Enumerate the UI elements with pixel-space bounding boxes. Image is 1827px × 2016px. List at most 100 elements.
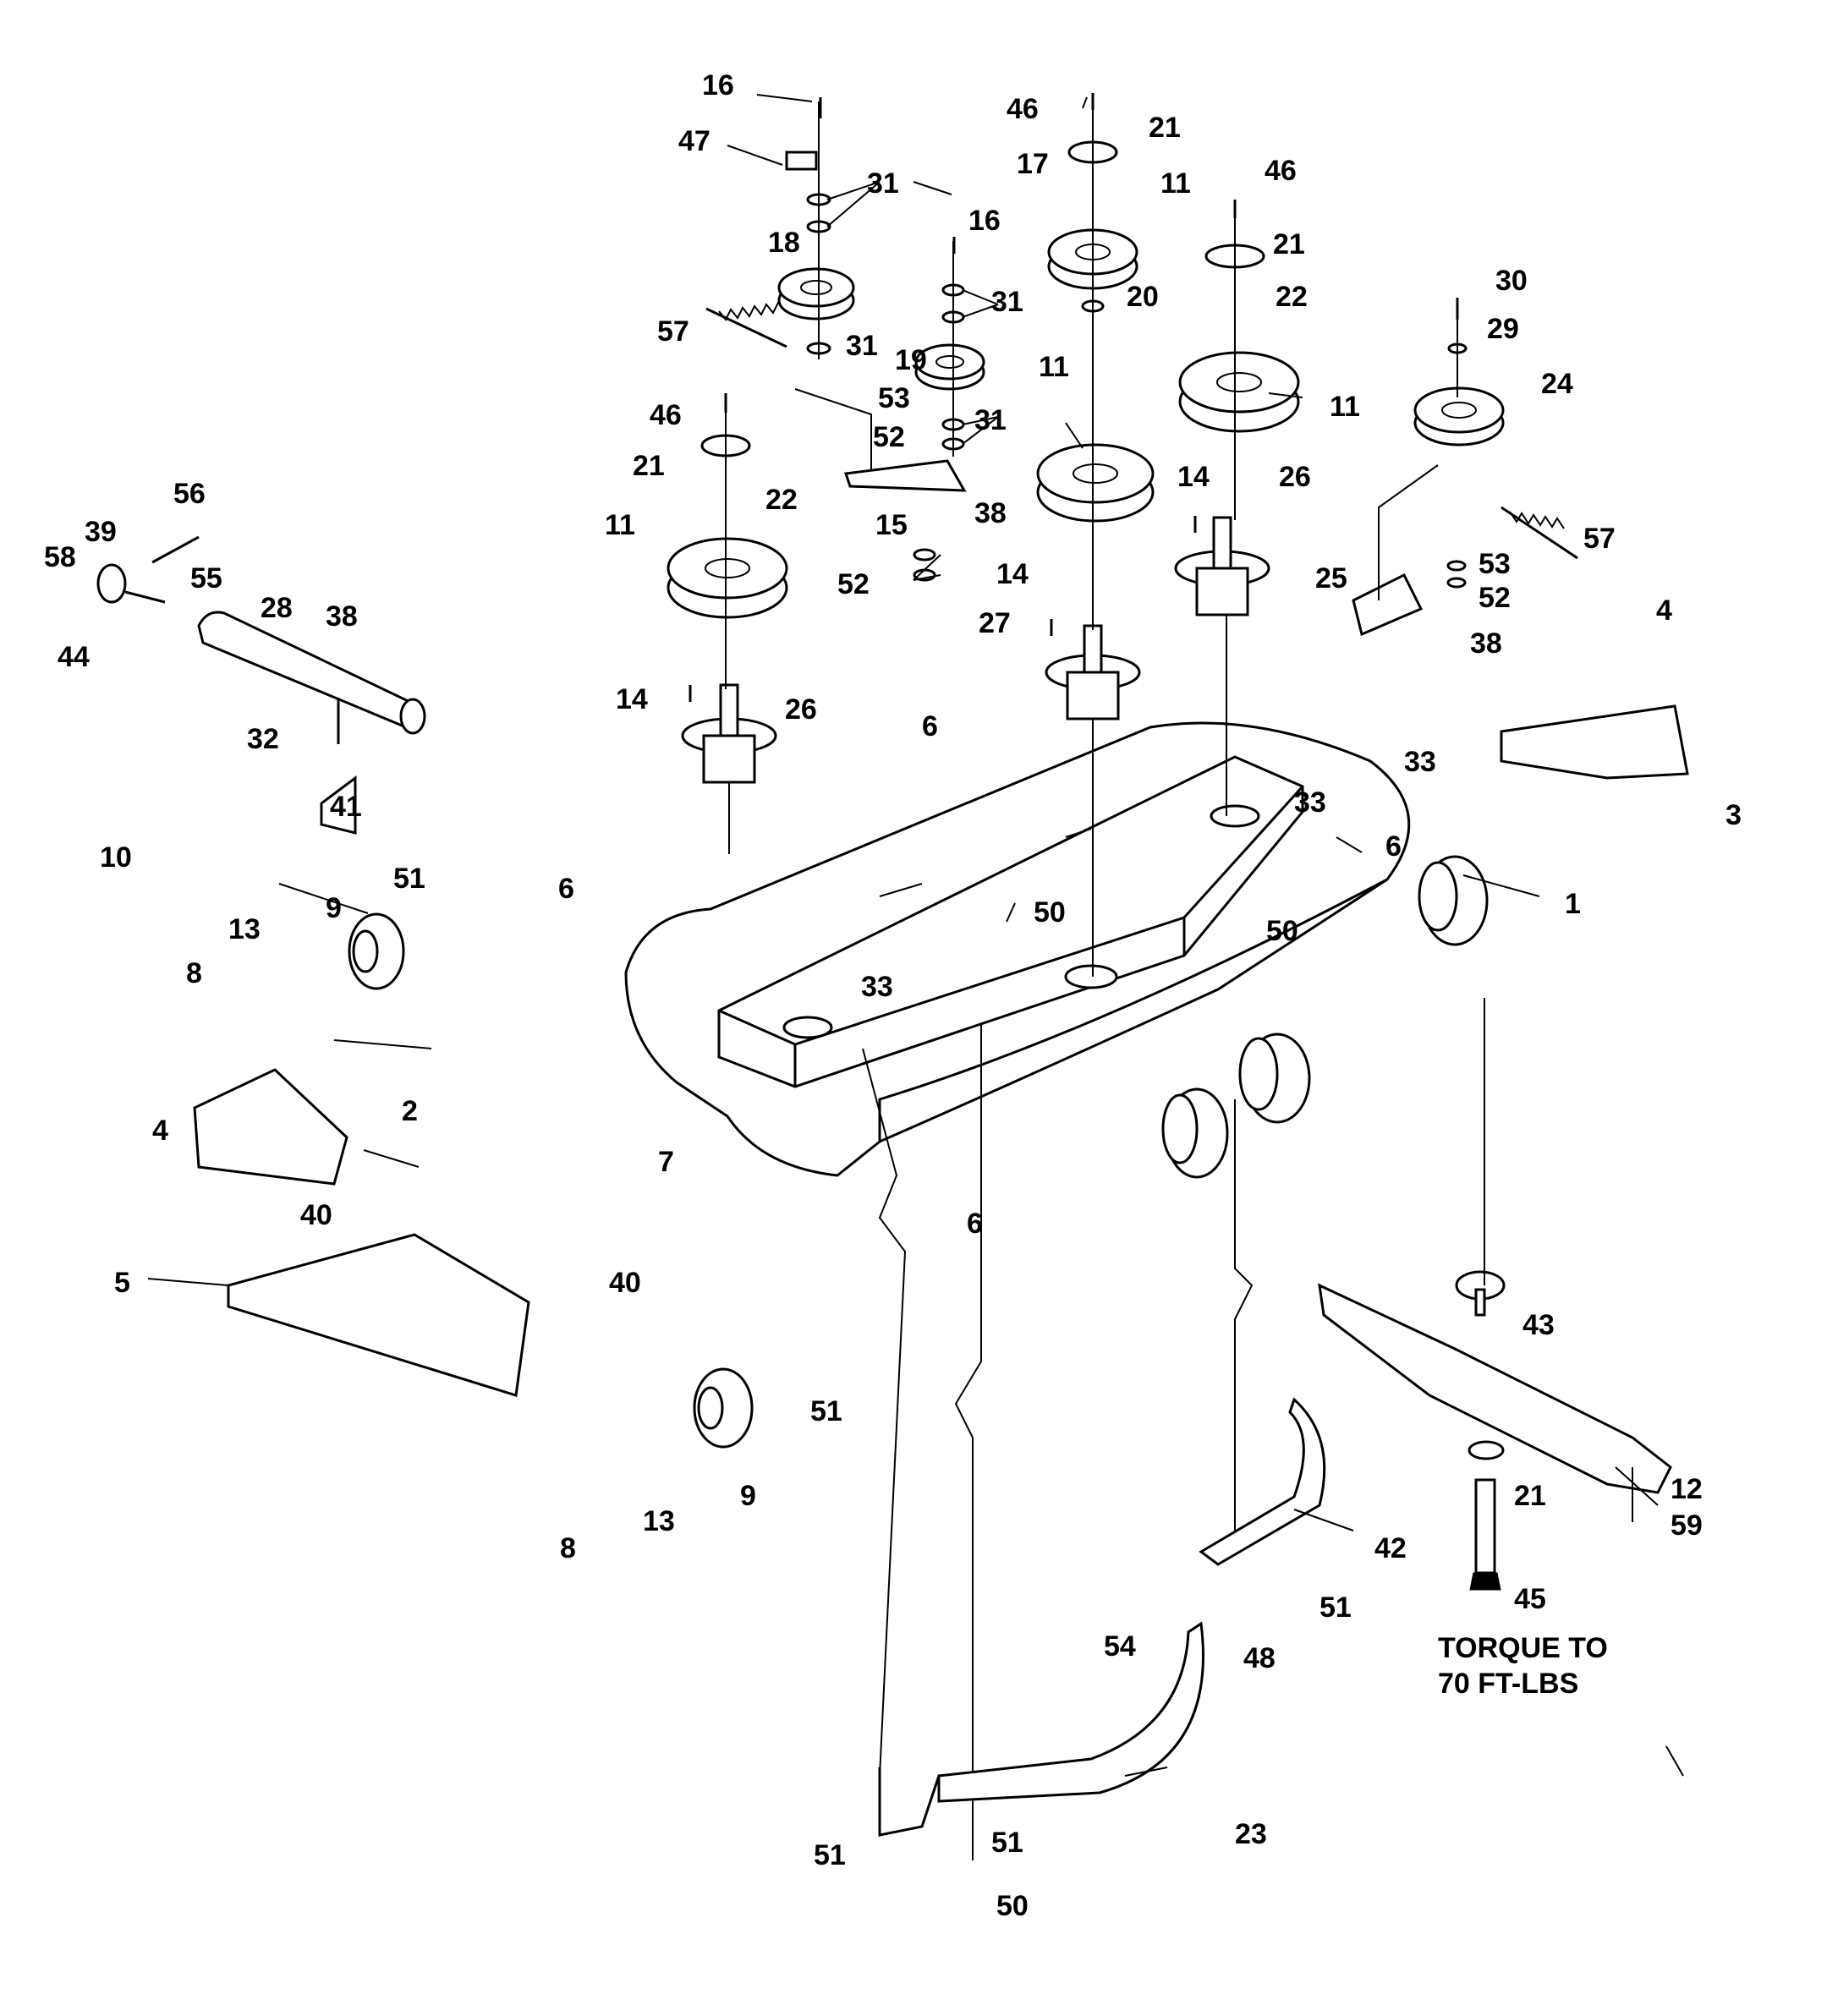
callout-55: 55 — [190, 562, 222, 594]
callout-27: 27 — [979, 607, 1011, 639]
callout-16: 16 — [968, 205, 1001, 237]
callout-10: 10 — [100, 841, 132, 874]
callout-51: 51 — [991, 1827, 1023, 1859]
callout-50: 50 — [996, 1890, 1029, 1922]
callout-11: 11 — [1160, 167, 1191, 200]
callout-29: 29 — [1487, 313, 1519, 345]
pulley-18 — [777, 267, 855, 320]
callout-45: 45 — [1514, 1583, 1546, 1615]
idler-bracket-25 — [1352, 572, 1424, 637]
eyebolt-39 — [96, 535, 200, 604]
gauge-wheel-9-upper — [348, 912, 405, 990]
callout-14: 14 — [1177, 461, 1210, 493]
callout-9: 9 — [326, 892, 342, 924]
callout-33: 33 — [1404, 746, 1436, 778]
assembly-lines — [725, 95, 1485, 1860]
callout-51: 51 — [814, 1839, 846, 1871]
baffle-3 — [1500, 704, 1689, 780]
guard-42 — [1199, 1397, 1326, 1566]
callout-51: 51 — [810, 1395, 842, 1427]
leader-lines — [147, 94, 1684, 1777]
callout-23: 23 — [1235, 1818, 1267, 1850]
callout-9: 9 — [740, 1480, 756, 1512]
torque-note-line-2: 70 FT-LBS — [1438, 1668, 1578, 1700]
callout-38: 38 — [1470, 627, 1502, 660]
spindle-27-center — [1045, 624, 1141, 720]
lift-rod-28 — [197, 611, 426, 835]
callout-4: 4 — [1656, 594, 1672, 627]
callout-17: 17 — [1017, 148, 1049, 180]
idler-arm-15 — [843, 459, 967, 492]
pulley-11-right — [1178, 351, 1300, 433]
callout-47: 47 — [678, 125, 710, 157]
callout-8: 8 — [560, 1532, 576, 1564]
callout-6: 6 — [558, 873, 574, 905]
mower-deck-shell — [624, 721, 1411, 1177]
callout-38: 38 — [974, 497, 1007, 529]
spring-57-left — [705, 301, 787, 348]
callout-52: 52 — [1479, 582, 1511, 614]
callout-42: 42 — [1374, 1532, 1407, 1564]
callout-51: 51 — [1320, 1591, 1352, 1624]
callout-38: 38 — [326, 600, 358, 633]
pulley-11-left — [667, 537, 788, 619]
callout-14: 14 — [616, 683, 648, 715]
callout-6: 6 — [922, 710, 938, 742]
callout-14: 14 — [996, 558, 1029, 590]
callout-21: 21 — [1273, 228, 1305, 260]
spring-57-right — [1501, 506, 1578, 560]
callout-13: 13 — [228, 913, 261, 945]
callout-12: 12 — [1671, 1473, 1703, 1505]
callout-25: 25 — [1315, 562, 1347, 594]
callout-46: 46 — [1007, 93, 1039, 125]
callout-40: 40 — [609, 1267, 641, 1299]
baffle-5 — [227, 1233, 530, 1397]
callout-4: 4 — [152, 1115, 168, 1147]
callout-5: 5 — [114, 1267, 130, 1299]
callout-18: 18 — [768, 227, 800, 259]
callout-57: 57 — [1583, 523, 1616, 555]
callout-8: 8 — [186, 957, 202, 989]
callout-44: 44 — [58, 641, 90, 673]
spindle-26-left — [681, 683, 777, 784]
spindle-26-right — [1174, 516, 1270, 616]
callout-52: 52 — [873, 421, 905, 453]
callout-53: 53 — [878, 382, 910, 414]
callout-40: 40 — [300, 1199, 332, 1231]
blade-12 — [1318, 1283, 1672, 1494]
callout-32: 32 — [247, 723, 279, 755]
callout-6: 6 — [1385, 830, 1402, 863]
callout-6: 6 — [967, 1208, 983, 1240]
callout-16: 16 — [702, 69, 734, 101]
pulley-19 — [914, 343, 985, 391]
callout-33: 33 — [1294, 786, 1326, 819]
callout-1: 1 — [1565, 888, 1581, 920]
callout-labels: 16 47 31 18 57 31 16 31 19 53 52 31 46 2… — [44, 69, 1742, 1922]
callout-48: 48 — [1243, 1642, 1276, 1674]
callout-31: 31 — [867, 167, 899, 200]
pulley-11-center — [1036, 443, 1155, 523]
callout-54: 54 — [1104, 1630, 1136, 1663]
callout-11: 11 — [1330, 391, 1360, 423]
callout-56: 56 — [173, 478, 206, 510]
callout-11: 11 — [1039, 351, 1069, 383]
callout-57: 57 — [657, 315, 689, 348]
callout-11: 11 — [605, 509, 635, 541]
baffle-2 — [193, 1068, 348, 1186]
callout-33: 33 — [861, 971, 893, 1003]
callout-31: 31 — [846, 330, 878, 362]
callout-22: 22 — [765, 484, 798, 516]
callout-59: 59 — [1671, 1509, 1703, 1542]
callout-20: 20 — [1127, 281, 1159, 313]
callout-30: 30 — [1495, 265, 1528, 297]
callout-52: 52 — [837, 568, 870, 600]
callout-21: 21 — [1514, 1480, 1546, 1512]
gauge-wheel-9-lower — [693, 1367, 754, 1449]
callout-53: 53 — [1479, 548, 1511, 580]
callout-31: 31 — [991, 286, 1023, 318]
deck-wheel-front-1 — [1161, 1087, 1229, 1179]
callout-50: 50 — [1266, 915, 1298, 947]
deck-wheel-front-2 — [1238, 1033, 1311, 1124]
torque-note-line-1: TORQUE TO — [1438, 1632, 1608, 1664]
